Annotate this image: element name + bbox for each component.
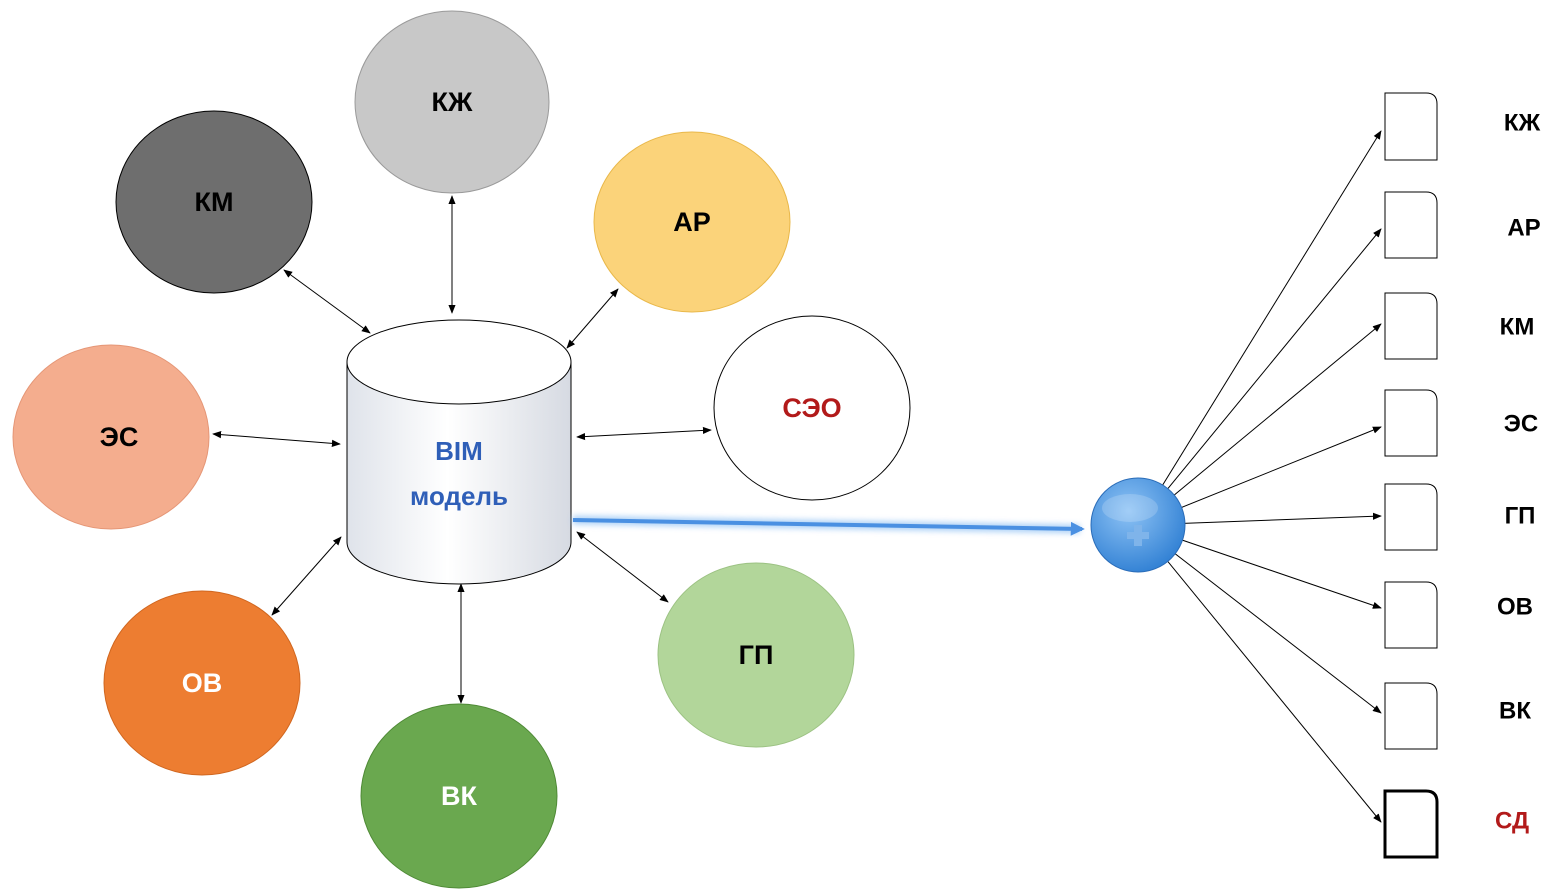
node-kzh[interactable]: КЖ <box>354 10 550 194</box>
document-kzh[interactable]: КЖ <box>1384 92 1541 161</box>
link-bim-gp <box>576 531 669 603</box>
document-label-ov: ОВ <box>1497 594 1533 621</box>
fanout-ar <box>1137 228 1382 526</box>
link-bim-seo <box>576 426 712 441</box>
document-label-vk: ВК <box>1499 698 1531 725</box>
node-label-kzh: КЖ <box>432 87 473 117</box>
node-label-vk: ВК <box>441 781 477 811</box>
document-ov[interactable]: ОВ <box>1384 581 1533 649</box>
merge-node[interactable] <box>1090 477 1186 573</box>
bim-label-line1: BIM <box>435 436 483 466</box>
export-arrow <box>572 515 1085 536</box>
bim-label-line2: модель <box>410 481 508 511</box>
document-ar[interactable]: АР <box>1384 191 1541 259</box>
node-label-ar: АР <box>673 207 711 237</box>
link-bim-ar <box>566 288 619 349</box>
discipline-nodes: КЖ КМ АР ЭС СЭО ОВ ВК ГП <box>12 10 911 889</box>
node-label-gp: ГП <box>739 640 774 670</box>
link-bim-ov <box>271 536 342 616</box>
document-sd[interactable]: СД <box>1383 789 1529 859</box>
node-label-ov: ОВ <box>182 668 223 698</box>
link-bim-es <box>212 431 341 447</box>
bim-model-cylinder[interactable]: BIM модель <box>346 319 572 585</box>
document-gp[interactable]: ГП <box>1384 483 1536 551</box>
node-label-km: КМ <box>195 187 234 217</box>
fanout-km <box>1137 323 1382 526</box>
node-ov[interactable]: ОВ <box>103 590 301 776</box>
fanout-lines <box>1137 130 1382 823</box>
document-label-km: КМ <box>1500 314 1535 341</box>
documents-column: КЖ АР КМ ЭС ГП ОВ ВК СД <box>1383 92 1541 859</box>
connections <box>212 195 712 704</box>
document-label-sd: СД <box>1495 808 1529 835</box>
fanout-vk <box>1137 524 1382 714</box>
node-label-es: ЭС <box>100 422 139 452</box>
document-label-ar: АР <box>1507 215 1540 242</box>
node-vk[interactable]: ВК <box>360 703 558 889</box>
document-label-es: ЭС <box>1504 411 1538 438</box>
node-km[interactable]: КМ <box>115 110 313 294</box>
fanout-sd <box>1137 524 1382 823</box>
document-label-gp: ГП <box>1505 503 1536 530</box>
document-vk[interactable]: ВК <box>1384 682 1531 750</box>
node-es[interactable]: ЭС <box>12 344 210 530</box>
node-seo[interactable]: СЭО <box>713 315 911 501</box>
node-label-seo: СЭО <box>782 393 841 423</box>
document-label-kzh: КЖ <box>1504 110 1541 137</box>
link-bim-km <box>283 269 371 334</box>
document-es[interactable]: ЭС <box>1384 389 1538 457</box>
fanout-kzh <box>1137 130 1382 526</box>
plus-icon <box>1127 525 1149 546</box>
node-ar[interactable]: АР <box>593 131 791 313</box>
document-km[interactable]: КМ <box>1384 292 1535 360</box>
node-gp[interactable]: ГП <box>657 562 855 748</box>
